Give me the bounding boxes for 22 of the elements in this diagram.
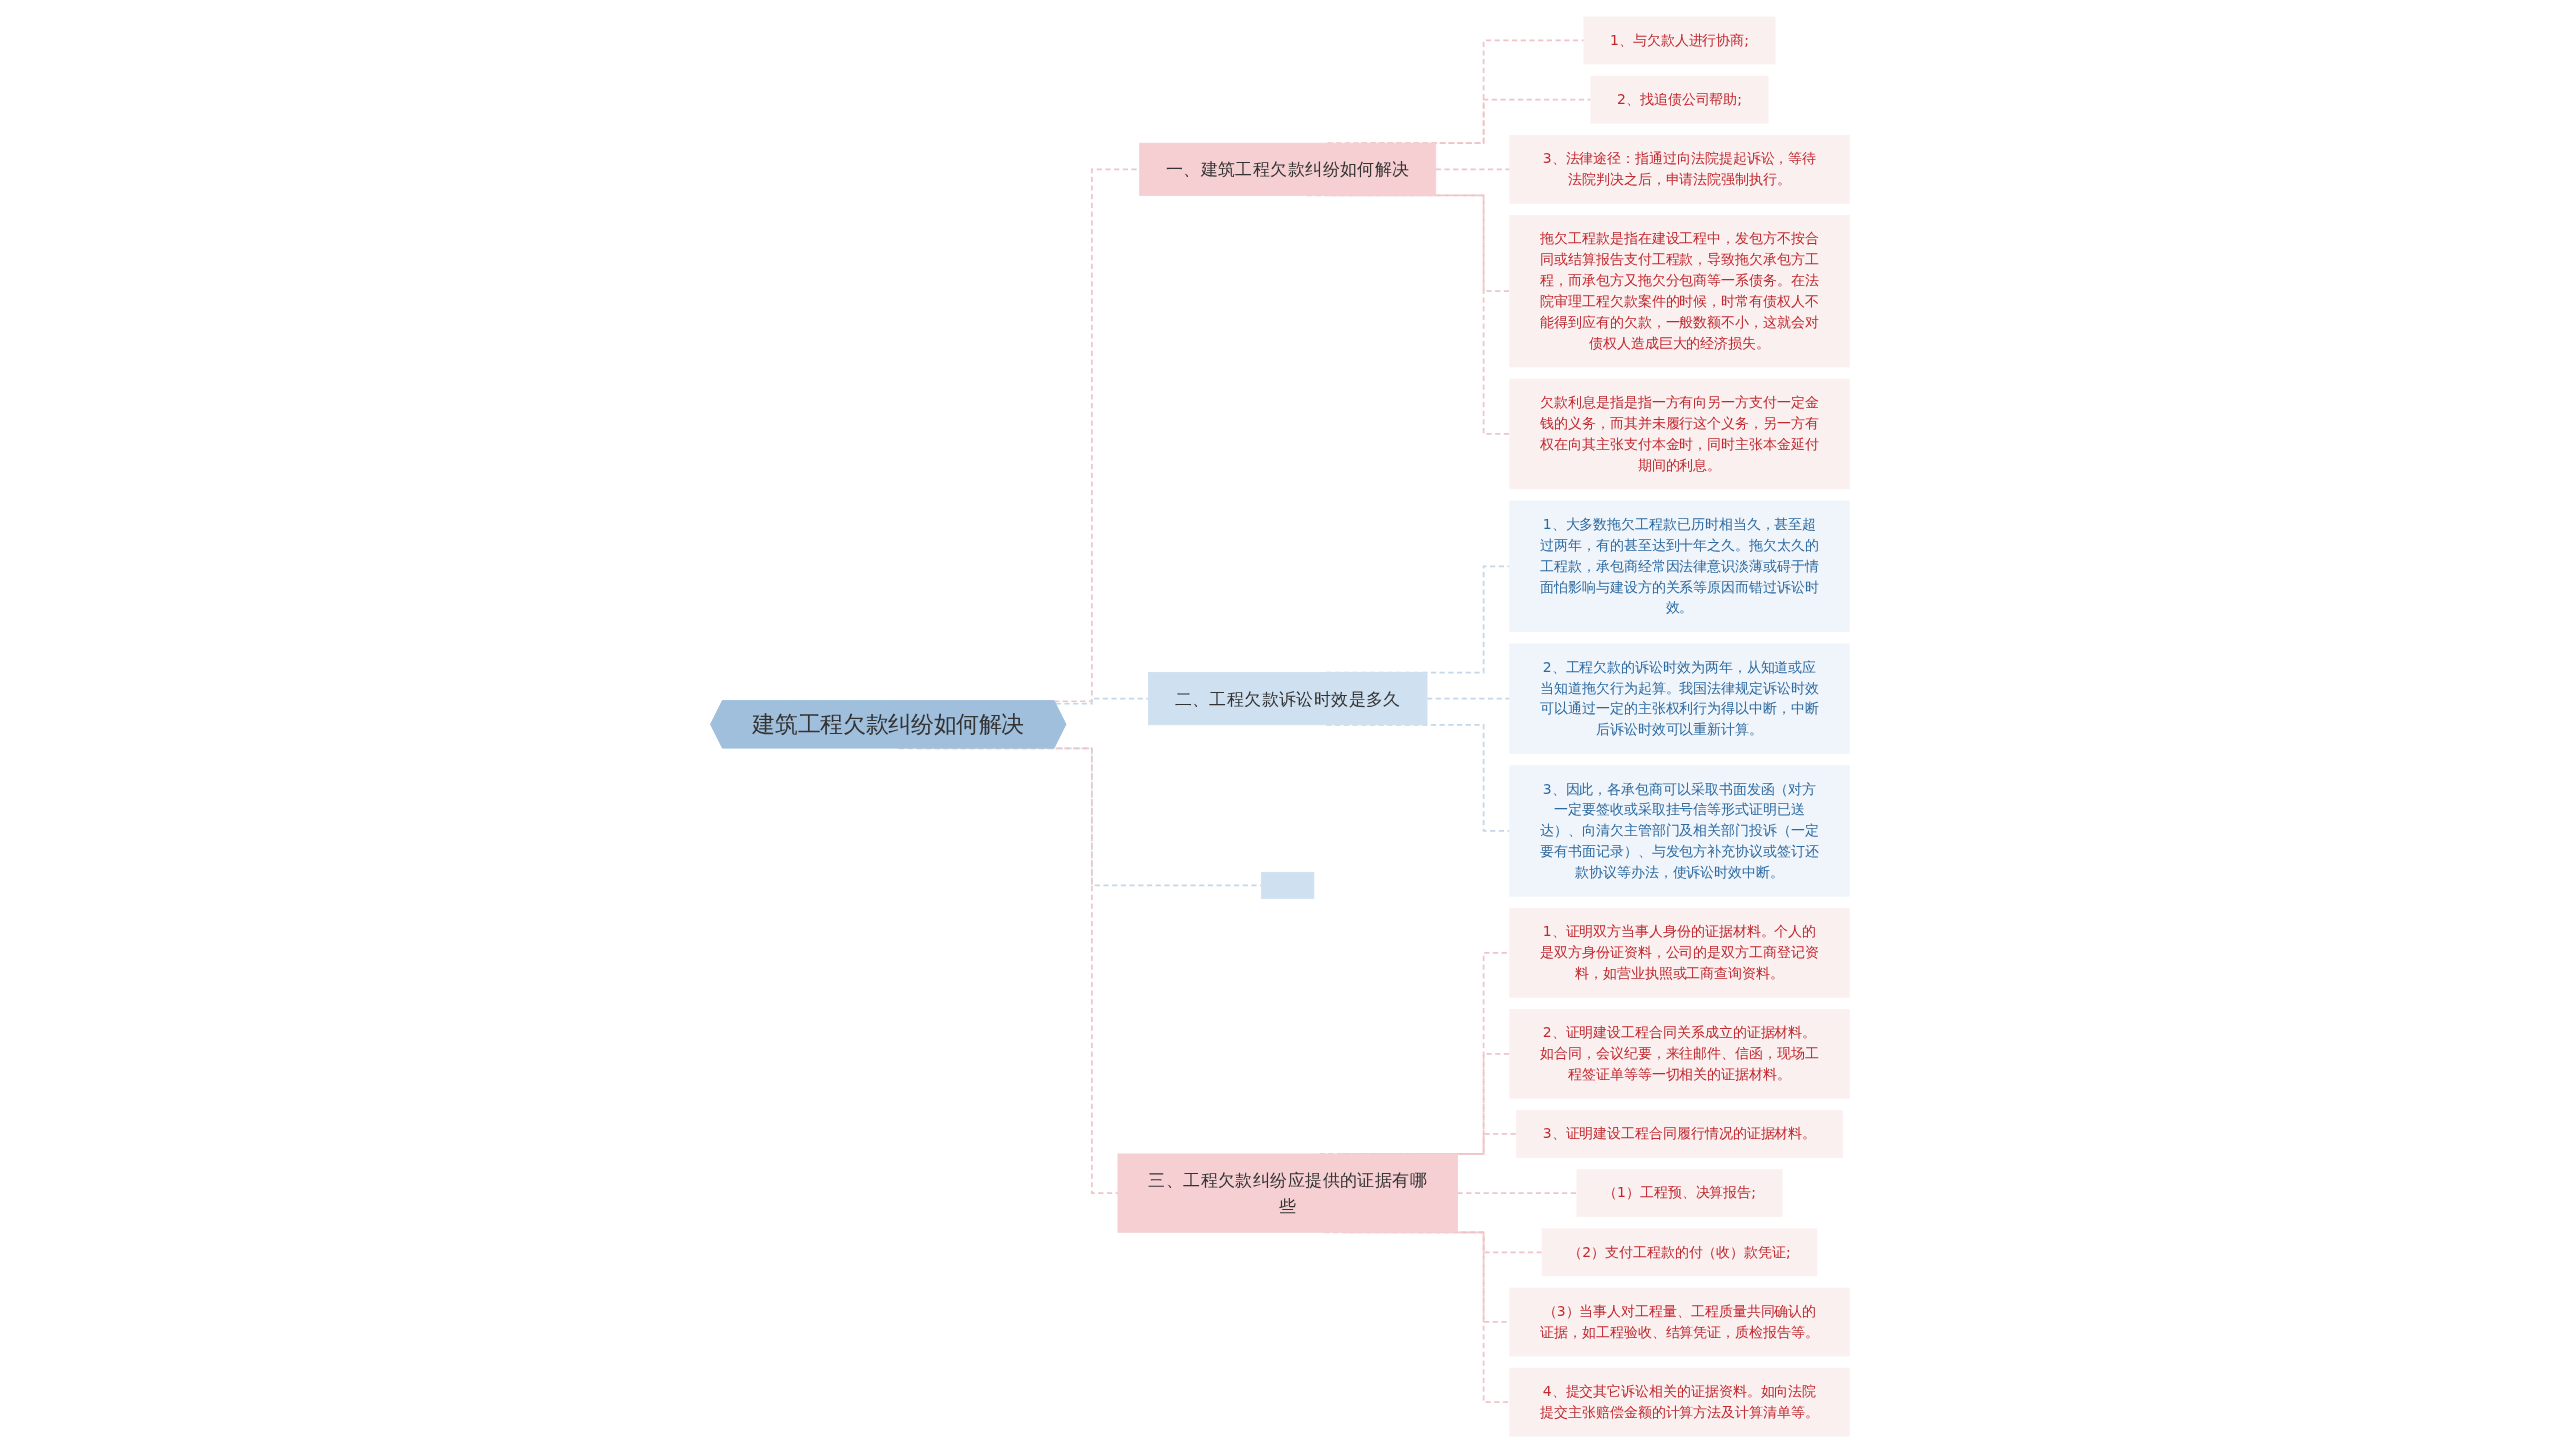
node-box: 1、与欠款人进行协商;: [1583, 16, 1776, 65]
connector: [1426, 697, 1511, 700]
node-box: 3、法律途径：指通过向法院提起诉讼，等待法院判决之后，申请法院强制执行。: [1509, 134, 1850, 204]
node-box: 3、因此，各承包商可以采取书面发函（对方一定要签收或采取挂号信等形式证明已送达）、向清欠主管部门及相关部门投诉（一定要有书面记录）、与发包方补充协议或签订还款协议等办法，使诉讼时效中断。: [1509, 765, 1850, 897]
node-box: 一、建筑工程欠款纠纷如何解决: [1139, 142, 1437, 196]
node-box: 2、工程欠款的诉讼时效为两年，从知道或应当知道拖欠行为起算。我国法律规定诉讼时效可以通过一定的主张权利行为得以中断，中断后诉讼时效可以重新计算。: [1509, 643, 1850, 754]
node-box: 二、工程欠款诉讼时效是多久: [1148, 672, 1428, 726]
node-box: 2、找追债公司帮助;: [1590, 75, 1769, 124]
node-box: （1）工程预、决算报告;: [1576, 1169, 1783, 1218]
node-box: 三、工程欠款纠纷应提供的证据有哪些: [1117, 1153, 1458, 1233]
node-box: 4、提交其它诉讼相关的证据资料。如向法院提交主张赔偿金额的计算方法及计算清单等。: [1509, 1367, 1850, 1437]
node-box: 拖欠工程款是指在建设工程中，发包方不按合同或结算报告支付工程款，导致拖欠承包方工程，而承包方又拖欠分包商等一系债务。在法院审理工程欠款案件的时候，时常有债权人不能得到应有的欠款，一般数额不小，这就会对债权人造成巨大的经济损失。: [1509, 215, 1850, 368]
connector: [1456, 1192, 1578, 1194]
node-box: 3、证明建设工程合同履行情况的证据材料。: [1516, 1110, 1843, 1158]
node-box: 2、证明建设工程合同关系成立的证据材料。如合同，会议纪要，来往邮件、信函，现场工程签证单等等一切相关的证据材料。: [1509, 1009, 1850, 1099]
node-box: （2）支付工程款的付（收）款凭证;: [1541, 1228, 1818, 1277]
connector: [1434, 168, 1511, 171]
node-box: [1261, 871, 1315, 899]
node-box: 欠款利息是指是指一方有向另一方支付一定金钱的义务，而其并未履行这个义务，另一方有权在向其主张支付本金时，同时主张本金延付期间的利息。: [1509, 378, 1850, 490]
connector: [898, 747, 1119, 1194]
connector: [1054, 697, 1150, 705]
node-box: 1、大多数拖欠工程款已历时相当久，甚至超过两年，有的甚至达到十年之久。拖欠太久的工程款，承包商经常因法律意识淡薄或碍于情面怕影响与建设方的关系等原因而错过诉讼时效。: [1509, 500, 1850, 633]
